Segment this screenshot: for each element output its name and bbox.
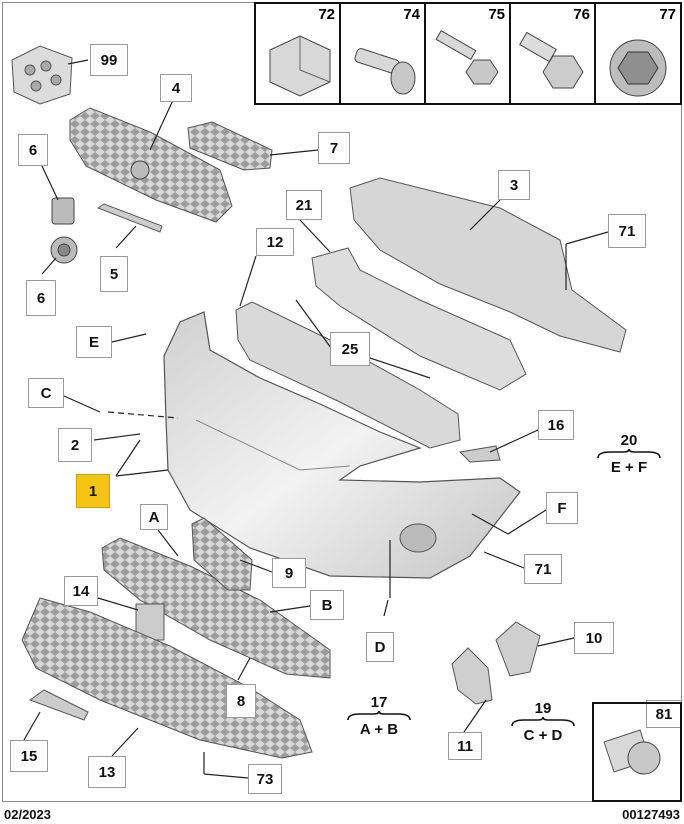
brace-icon xyxy=(511,717,575,727)
callout-81: 81 xyxy=(646,700,682,728)
callout-16: 16 xyxy=(538,410,574,440)
callout-10: 10 xyxy=(574,622,614,654)
absorber-21 xyxy=(311,247,527,391)
cover-10 xyxy=(495,621,541,677)
kit-formula: C + D xyxy=(523,727,563,744)
leader-lines xyxy=(23,59,609,779)
badge-6-upper xyxy=(51,197,75,225)
kit-formula: A + B xyxy=(359,721,399,738)
grille-insert-7 xyxy=(187,121,273,171)
header-part-72: 72 xyxy=(254,2,341,105)
callout-11: 11 xyxy=(448,732,482,760)
header-part-number: 72 xyxy=(318,6,335,23)
cover-11 xyxy=(451,647,493,705)
callout-15: 15 xyxy=(10,740,48,772)
rivet-icon xyxy=(354,48,416,95)
nut-icon xyxy=(519,31,584,89)
kit-group-17: 17 A + B xyxy=(346,694,412,738)
callout-B: B xyxy=(310,590,344,620)
kit-formula: E + F xyxy=(610,459,648,476)
callout-F: F xyxy=(546,492,578,524)
bracket-16 xyxy=(458,445,501,463)
screw-81 xyxy=(603,729,661,775)
callout-71: 71 xyxy=(608,214,646,248)
callout-2: 2 xyxy=(58,428,92,462)
clip-kit-99 xyxy=(11,45,73,105)
callout-14: 14 xyxy=(64,576,98,606)
callout-A: A xyxy=(140,504,168,530)
kit-group-20: 20 E + F xyxy=(596,432,662,476)
callout-C: C xyxy=(28,378,64,408)
callout-1: 1 xyxy=(76,474,110,508)
callout-5: 5 xyxy=(100,256,128,292)
header-part-number: 74 xyxy=(403,6,420,23)
callout-7: 7 xyxy=(318,132,350,164)
plate-9 xyxy=(191,517,253,591)
undertray-13 xyxy=(21,597,313,759)
brace-icon xyxy=(597,449,661,459)
callout-13: 13 xyxy=(88,756,126,788)
kit-number: 20 xyxy=(620,432,638,449)
kit-number: 17 xyxy=(370,694,388,711)
callout-3: 3 xyxy=(498,170,530,200)
upper-grille-4 xyxy=(69,107,233,223)
header-part-76: 76 xyxy=(509,2,596,105)
header-part-75: 75 xyxy=(424,2,511,105)
callout-8: 8 xyxy=(226,684,256,718)
header-part-74: 74 xyxy=(339,2,426,105)
kit-group-19: 19 C + D xyxy=(510,700,576,744)
flange-nut-icon xyxy=(609,39,667,97)
callout-25: 25 xyxy=(330,332,370,366)
callout-21: 21 xyxy=(286,190,322,220)
deflector-15 xyxy=(28,689,89,721)
moulding-5 xyxy=(96,203,163,233)
brace-icon xyxy=(347,711,411,721)
callout-99: 99 xyxy=(90,44,128,76)
header-part-number: 76 xyxy=(573,6,590,23)
footer-date: 02/2023 xyxy=(4,807,51,822)
header-part-77: 77 xyxy=(594,2,682,105)
header-part-number: 75 xyxy=(488,6,505,23)
callout-4: 4 xyxy=(160,74,192,102)
header-part-number: 77 xyxy=(659,6,676,23)
bolt-icon xyxy=(435,30,499,85)
callout-9: 9 xyxy=(272,558,306,588)
upper-absorber-3 xyxy=(349,177,627,353)
callout-6: 6 xyxy=(26,280,56,316)
footer-reference: 00127493 xyxy=(622,807,680,822)
kit-number: 19 xyxy=(534,700,552,717)
lower-grille-8 xyxy=(101,537,331,679)
callout-D: D xyxy=(366,632,394,662)
badge-6-lower xyxy=(50,236,78,264)
callout-6: 6 xyxy=(18,134,48,166)
callout-71: 71 xyxy=(524,554,562,584)
absorber-12 xyxy=(235,301,461,449)
screw-81-box xyxy=(592,702,682,802)
callout-12: 12 xyxy=(256,228,294,256)
clip-icon xyxy=(269,35,331,97)
callout-73: 73 xyxy=(248,764,282,794)
callout-E: E xyxy=(76,326,112,358)
